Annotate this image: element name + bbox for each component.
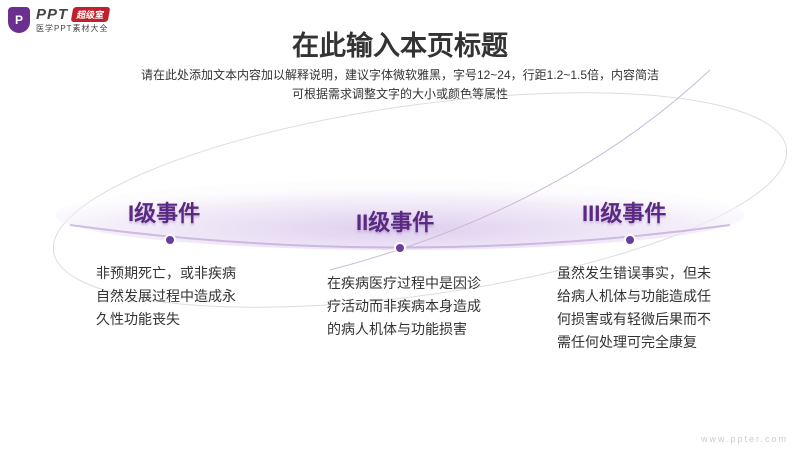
timeline-dot — [164, 234, 176, 246]
timeline-dot — [394, 242, 406, 254]
watermark: www.ppter.com — [700, 434, 788, 444]
platform-ellipse — [55, 180, 745, 250]
event-description-1: 非预期死亡，或非疾病自然发展过程中造成永久性功能丧失 — [96, 265, 236, 327]
event-description-3: 虽然发生错误事实，但未给病人机体与功能造成任何损害或有轻微后果而不需任何处理可完… — [557, 265, 711, 350]
event-label-3: III级事件 — [582, 201, 667, 226]
page-title: 在此输入本页标题 — [292, 31, 508, 61]
timeline-dot — [624, 234, 636, 246]
shield-logo-icon: P — [8, 7, 30, 33]
event-label-2: II级事件 — [356, 210, 435, 235]
subtitle-line: 请在此处添加文本内容加以解释说明，建议字体微软雅黑，字号12~24，行距1.2~… — [140, 68, 660, 82]
logo-tagline: 医学PPT素材大全 — [36, 24, 109, 33]
ring-line — [52, 92, 788, 308]
logo: P PPT 超级室 医学PPT素材大全 — [8, 6, 111, 34]
subtitle-line: 可根据需求调整文字的大小或颜色等属性 — [291, 87, 508, 101]
event-description-2: 在疾病医疗过程中是因诊疗活动而非疾病本身造成的病人机体与功能损害 — [327, 275, 481, 337]
logo-brand: PPT — [36, 6, 69, 23]
event-label-1: I级事件 — [128, 201, 201, 226]
page-subtitle: 请在此处添加文本内容加以解释说明，建议字体微软雅黑，字号12~24，行距1.2~… — [0, 66, 800, 104]
curve-line — [329, 69, 711, 271]
